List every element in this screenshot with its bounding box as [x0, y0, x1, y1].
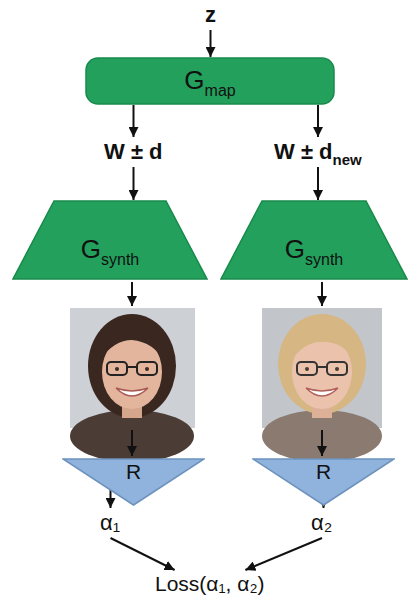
node-text: G [285, 234, 305, 264]
mapping-network-box: Gmap [85, 57, 335, 105]
regressor-output: α₁ [96, 508, 125, 538]
subscript-text: synth [305, 251, 343, 268]
arrow [321, 430, 323, 456]
node-label: α₁ [100, 510, 121, 535]
eye [335, 367, 339, 371]
arrow [131, 282, 133, 306]
smile [116, 388, 148, 396]
subscript-text: synth [101, 251, 139, 268]
glasses-bridge [317, 366, 327, 368]
arrow-connector [317, 105, 319, 137]
arrow-connector [210, 30, 212, 57]
glasses [107, 362, 127, 375]
node-text: R [316, 460, 331, 483]
node-text: α₁ [100, 510, 120, 535]
node-text: W ± d [104, 139, 163, 164]
eye [305, 367, 309, 371]
hair [88, 314, 176, 418]
node-label: Gsynth [285, 235, 343, 265]
eye [145, 367, 149, 371]
fringe [100, 330, 164, 362]
arrow-connector [245, 538, 322, 570]
triangle-fill [63, 459, 204, 505]
arrow [131, 430, 133, 456]
arrow-connector [110, 490, 112, 508]
node-label: R [126, 460, 141, 484]
fringe [290, 328, 354, 362]
arrow-connector [133, 167, 135, 200]
photo-background [70, 308, 195, 428]
node-label: R [316, 460, 331, 484]
regressor-output: α₂ [307, 508, 337, 538]
node-text: W ± d [274, 139, 333, 164]
glasses [327, 362, 347, 375]
latent-vector: W ± d [100, 137, 167, 167]
node-text: G [81, 234, 101, 264]
subscript-text: map [205, 82, 236, 99]
synthesis-network-trapezoid: Gsynth [220, 200, 408, 280]
node-label: W ± d [104, 139, 163, 164]
glasses [297, 362, 317, 375]
face-photo [70, 308, 195, 462]
arrow-connector [317, 167, 319, 200]
node-label: Gmap [184, 66, 235, 96]
arrow [321, 282, 323, 306]
regressor-triangle: R [252, 458, 395, 506]
node-label: z [205, 2, 216, 27]
node-label: W ± dnew [274, 139, 362, 164]
node-text: Loss(α₁, α₂) [155, 572, 265, 595]
node-text: R [126, 460, 141, 483]
smile [306, 388, 338, 396]
synthesis-network-trapezoid: Gsynth [12, 200, 208, 280]
eye [115, 367, 119, 371]
arrow-connector [111, 538, 175, 570]
trapezoid-outline [12, 200, 208, 280]
input-variable: z [201, 0, 220, 30]
glasses [137, 362, 157, 375]
box-fill [86, 58, 334, 104]
node-text: G [184, 65, 204, 95]
node-text: α₂ [311, 510, 332, 535]
node-label: Loss(α₁, α₂) [155, 572, 265, 596]
trapezoid-fill [13, 201, 207, 279]
trapezoid-outline [220, 200, 408, 280]
loss-formula: Loss(α₁, α₂) [151, 570, 269, 599]
trapezoid-fill [221, 201, 407, 279]
node-label: α₂ [311, 510, 333, 535]
node-label: Gsynth [81, 235, 139, 265]
regressor-triangle: R [62, 458, 205, 506]
hair [278, 314, 366, 414]
latent-vector: W ± dnew [270, 137, 366, 167]
triangle-fill [253, 459, 394, 505]
glasses-bridge [127, 366, 137, 368]
arrow-connector [133, 105, 135, 137]
subscript-text: new [333, 151, 362, 168]
face-photo [262, 308, 382, 462]
photo-background [262, 308, 382, 428]
node-text: z [205, 2, 216, 27]
